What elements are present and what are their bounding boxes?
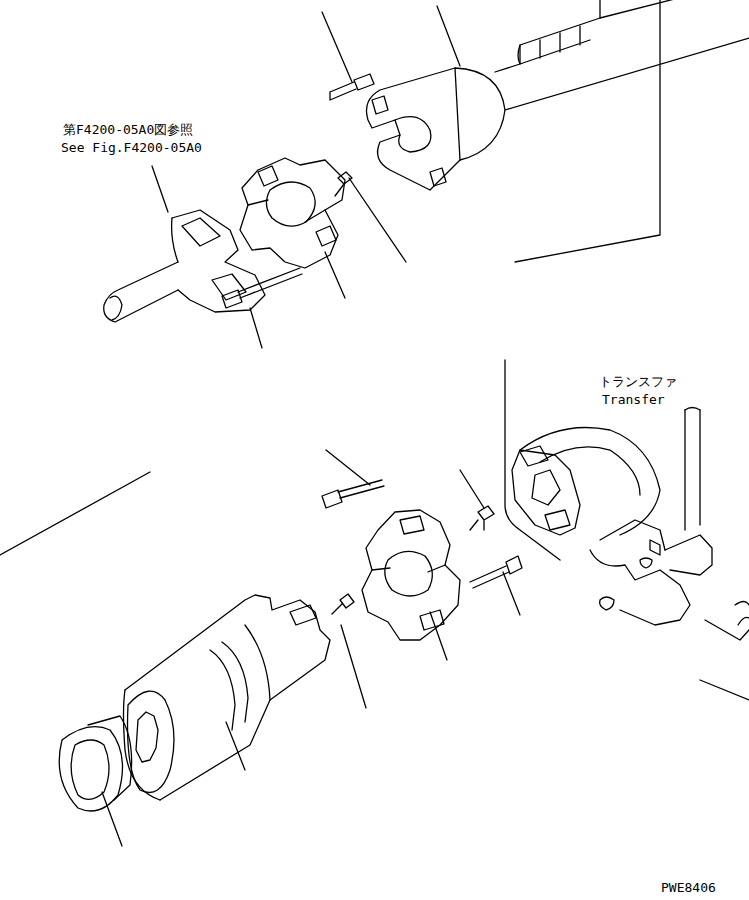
universal-joint-spider xyxy=(240,158,345,268)
component-label: Transfer xyxy=(601,392,666,408)
grease-fitting xyxy=(332,594,354,614)
bolt xyxy=(322,480,384,508)
grease-fitting xyxy=(470,506,494,530)
propeller-shaft-upper xyxy=(367,0,749,190)
yoke-flange xyxy=(104,210,265,322)
figure-reference-note: See Fig.F4200-05A0 xyxy=(60,140,203,156)
transfer-housing xyxy=(512,408,749,701)
bolt xyxy=(330,74,374,100)
bolt xyxy=(470,556,522,588)
drawing-number: PWE8406 xyxy=(660,880,717,896)
figure-reference-note: 第F4200-05A0図参照 xyxy=(62,122,194,138)
frame-line xyxy=(0,472,150,555)
grease-fitting xyxy=(335,172,352,196)
dust-seal-ring xyxy=(59,716,131,811)
component-label: トランスファ xyxy=(598,374,678,390)
universal-joint-spider xyxy=(362,510,460,640)
slip-yoke-shaft xyxy=(124,595,331,800)
bolt xyxy=(222,268,302,308)
